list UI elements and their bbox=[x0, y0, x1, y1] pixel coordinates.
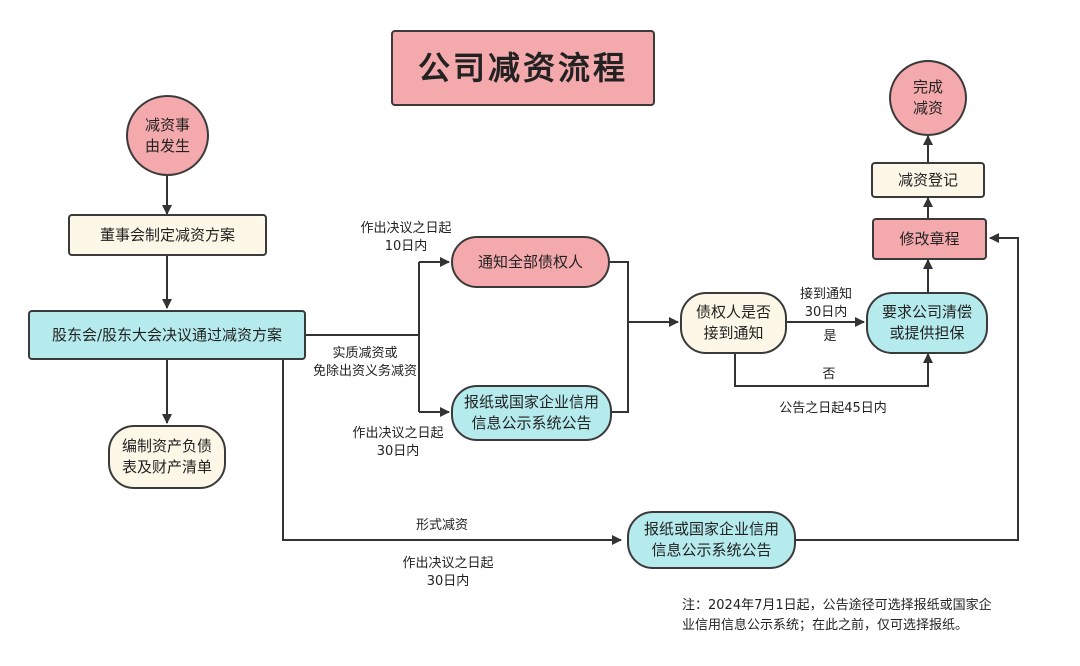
label-received-30-days: 接到通知 30日内 bbox=[799, 287, 852, 320]
page-title: 公司减资流程 bbox=[391, 30, 655, 106]
node-board-plan: 董事会制定减资方案 bbox=[68, 214, 267, 256]
label-formal-reduction: 形式减资 bbox=[415, 518, 468, 533]
edge-check-no bbox=[734, 353, 933, 387]
node-shareholders: 股东会/股东大会决议通过减资方案 bbox=[28, 310, 306, 360]
edge-formal-path bbox=[282, 360, 622, 545]
edge-notify-out bbox=[610, 261, 629, 413]
footnote: 注：2024年7月1日起，公告途径可选择报纸或国家企 业信用信息公示系统；在此之… bbox=[682, 598, 992, 633]
label-substantive-reduction: 实质减资或 免除出资义务减资 bbox=[312, 346, 417, 379]
label-within-30-days-b: 作出决议之日起 30日内 bbox=[402, 556, 494, 589]
node-notify-creditors: 通知全部债权人 bbox=[451, 236, 610, 288]
node-registration: 减资登记 bbox=[871, 162, 985, 198]
node-announce-2: 报纸或国家企业信用 信息公示系统公告 bbox=[627, 511, 796, 569]
label-within-10-days: 作出决议之日起 10日内 bbox=[360, 221, 452, 254]
label-yes: 是 bbox=[823, 329, 837, 344]
node-start: 减资事 由发生 bbox=[126, 95, 209, 176]
node-request-repay: 要求公司清偿 或提供担保 bbox=[866, 292, 988, 354]
node-creditor-check: 债权人是否 接到通知 bbox=[680, 292, 787, 354]
label-within-45-days: 公告之日起45日内 bbox=[779, 401, 887, 416]
node-balance-sheet: 编制资产负债 表及财产清单 bbox=[108, 425, 226, 489]
node-amend-articles: 修改章程 bbox=[872, 218, 987, 260]
node-complete: 完成 减资 bbox=[889, 60, 967, 136]
label-within-30-days-a: 作出决议之日起 30日内 bbox=[352, 426, 444, 459]
edge-announce-2-to-amend bbox=[796, 233, 1019, 541]
node-announce-1: 报纸或国家企业信用 信息公示系统公告 bbox=[451, 385, 612, 441]
label-no: 否 bbox=[822, 367, 836, 382]
